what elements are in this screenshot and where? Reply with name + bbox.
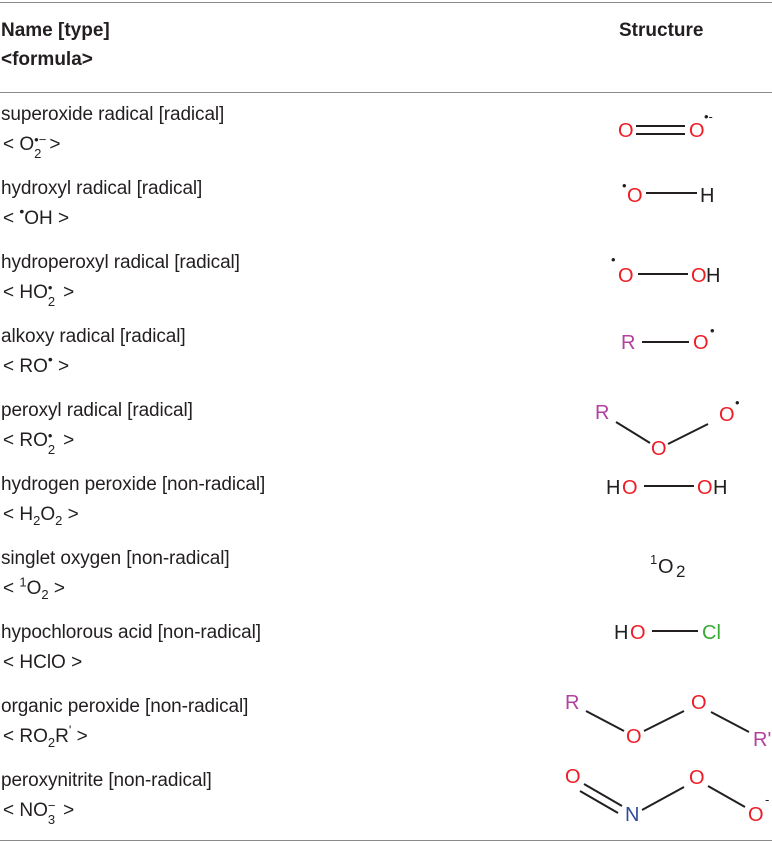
svg-text:O: O [626,726,642,748]
header-name-label: Name [type] [1,20,110,41]
svg-text:•-: •- [704,109,713,124]
svg-text:•: • [622,178,627,193]
svg-text:1: 1 [650,552,657,567]
row-name: alkoxy radical [radical] [1,326,186,347]
row-formula: < RO• > [3,351,70,377]
header-formula-label: <formula> [1,49,93,70]
svg-text:•: • [710,323,715,338]
row-name: singlet oxygen [non-radical] [1,548,230,569]
row-name: superoxide radical [radical] [1,104,225,125]
svg-text:O: O [618,120,634,142]
table-row: peroxynitrite [non-radical] < NO−3 > O N… [0,759,772,833]
organic-peroxide-structure: R O O R' [565,692,771,751]
svg-text:O: O [651,438,667,460]
svg-text:O: O [658,556,674,578]
row-formula: < RO•2 > [3,428,75,457]
svg-text:R: R [621,332,635,354]
table-top-rule [0,2,772,3]
svg-text:Cl: Cl [702,622,721,644]
svg-text:2: 2 [676,562,685,581]
row-name: hydroperoxyl radical [radical] [1,252,240,273]
svg-text:R: R [565,692,579,714]
peroxyl-structure: R O O • [595,395,740,460]
header-structure-column: Structure [619,20,704,41]
svg-text:O: O [618,265,634,287]
svg-text:O: O [748,804,764,826]
svg-text:R': R' [753,729,771,751]
row-formula: < HO•2 > [3,280,75,309]
svg-text:O: O [697,477,713,499]
table-row: organic peroxide [non-radical] < RO2R' >… [0,685,772,759]
row-name: hydroxyl radical [radical] [1,178,203,199]
svg-text:O: O [622,477,638,499]
svg-text:O: O [689,767,705,789]
svg-text:O: O [627,185,643,207]
peroxynitrite-structure: O N O O - [565,766,769,826]
svg-text:N: N [625,804,639,826]
alkoxy-structure: R O • [621,323,715,354]
svg-text:H: H [706,265,720,287]
svg-text:O: O [691,692,707,714]
hydroperoxyl-structure: • O O H [611,252,720,287]
svg-text:R: R [595,402,609,424]
table-row: hydroxyl radical [radical] < •OH > • O H [0,167,772,241]
row-formula: < •OH > [3,203,70,229]
svg-text:-: - [765,792,769,807]
singlet-oxygen-structure: 1 O 2 [650,552,685,581]
svg-text:O: O [565,766,581,788]
svg-text:•: • [735,395,740,410]
hydroxyl-structure: • O H [622,178,714,207]
header-rule [0,92,772,93]
svg-text:O: O [689,120,705,142]
table-row: alkoxy radical [radical] < RO• > R O • [0,315,772,389]
row-formula: < O•−2 > [3,132,61,161]
row-name: peroxyl radical [radical] [1,400,193,421]
table-row: hydroperoxyl radical [radical] < HO•2 > … [0,241,772,315]
row-formula: < HClO > [3,652,83,673]
row-formula: < H2O2 > [3,504,79,528]
svg-text:O: O [691,265,707,287]
row-name: hydrogen peroxide [non-radical] [1,474,266,495]
svg-text:H: H [606,477,620,499]
row-formula: < 1O2 > [3,574,65,602]
header-name-column: Name [type] <formula> [1,16,110,74]
svg-text:•: • [611,252,616,267]
hydrogen-peroxide-structure: H O O H [606,477,727,499]
svg-text:H: H [700,185,714,207]
svg-text:O: O [693,332,709,354]
table-row: superoxide radical [radical] < O•−2 > O … [0,93,772,167]
svg-text:H: H [614,622,628,644]
row-formula: < RO2R' > [3,722,88,750]
row-name: organic peroxide [non-radical] [1,696,249,717]
table-bottom-rule [0,840,772,841]
svg-text:H: H [713,477,727,499]
svg-text:O: O [719,404,735,426]
table-row: hypochlorous acid [non-radical] < HClO >… [0,611,772,685]
row-name: peroxynitrite [non-radical] [1,770,212,791]
row-formula: < NO−3 > [3,798,75,827]
svg-text:O: O [630,622,646,644]
superoxide-structure: O O •- [618,109,713,142]
row-name: hypochlorous acid [non-radical] [1,622,261,643]
table-row: hydrogen peroxide [non-radical] < H2O2 >… [0,463,772,537]
hypochlorous-acid-structure: H O Cl [614,622,721,644]
table-row: singlet oxygen [non-radical] < 1O2 > 1 O… [0,537,772,611]
table-row: peroxyl radical [radical] < RO•2 > R O O… [0,389,772,463]
